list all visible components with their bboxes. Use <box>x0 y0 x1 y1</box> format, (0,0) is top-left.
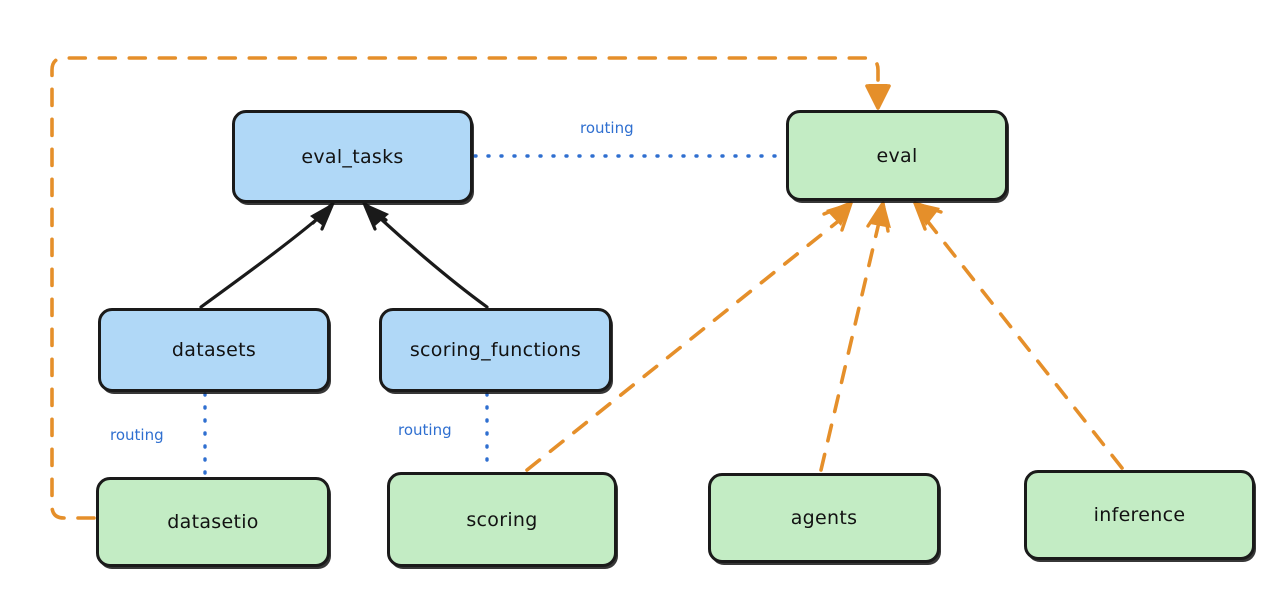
node-label-inference: inference <box>1093 504 1186 526</box>
node-label-datasetio: datasetio <box>167 511 259 533</box>
node-label-datasets: datasets <box>171 339 257 361</box>
node-datasets[interactable]: datasets <box>98 308 330 392</box>
edge-label-routing-datasets-datasetio: routing <box>110 426 164 444</box>
edge-inference-to-eval <box>913 201 1124 470</box>
node-eval[interactable]: eval <box>786 110 1008 201</box>
node-eval-tasks[interactable]: eval_tasks <box>232 110 473 203</box>
node-scoring-functions[interactable]: scoring_functions <box>379 308 612 392</box>
node-label-scoring-functions: scoring_functions <box>409 339 582 361</box>
node-label-agents: agents <box>790 507 858 529</box>
edge-label-routing-scoring-functions-scoring: routing <box>398 421 452 439</box>
node-inference[interactable]: inference <box>1024 470 1255 560</box>
edge-datasetio-to-eval <box>50 56 891 520</box>
node-label-eval: eval <box>876 144 918 167</box>
node-datasetio[interactable]: datasetio <box>96 477 330 567</box>
edge-scoring-to-eval <box>525 201 853 472</box>
edge-scoring-functions-to-eval-tasks <box>362 201 489 309</box>
node-label-scoring: scoring <box>466 508 538 531</box>
edge-datasets-to-eval-tasks <box>199 201 335 309</box>
node-label-eval-tasks: eval_tasks <box>301 145 404 168</box>
node-scoring[interactable]: scoring <box>387 472 617 567</box>
edge-agents-to-eval <box>819 201 891 472</box>
edge-label-routing-eval-tasks-eval: routing <box>580 119 634 137</box>
node-agents[interactable]: agents <box>708 473 940 563</box>
